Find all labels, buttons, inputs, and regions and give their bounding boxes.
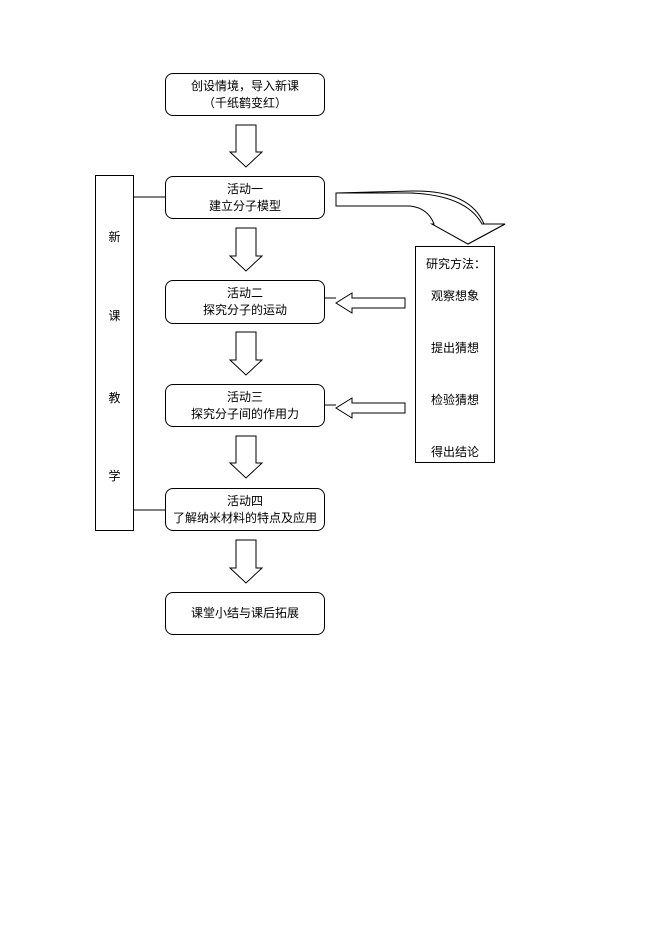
intro-box: 创设情境，导入新课 （千纸鹤变红） [165, 73, 325, 116]
summary-box: 课堂小结与课后拓展 [165, 592, 325, 635]
side-label-char: 教 [108, 391, 121, 405]
summary-line1: 课堂小结与课后拓展 [190, 606, 299, 620]
activity1-line1: 活动一 [226, 181, 263, 196]
intro-line1: 创设情境，导入新课 [190, 78, 299, 93]
left-arrow-2 [335, 397, 406, 419]
down-arrow-2 [228, 227, 264, 272]
activity2-box: 活动二 探究分子的运动 [165, 280, 325, 324]
activity4-line1: 活动四 [226, 493, 263, 508]
down-arrow-5 [228, 539, 264, 584]
side-label-char: 新 [108, 230, 121, 244]
side-label-char: 学 [108, 469, 121, 483]
side-label-box: 新 课 教 学 [95, 175, 134, 531]
activity1-line2: 建立分子模型 [208, 198, 281, 213]
left-arrow-1 [335, 292, 406, 314]
down-arrow-3 [228, 331, 264, 376]
activity1-box: 活动一 建立分子模型 [165, 176, 325, 219]
method-title: 研究方法： [426, 257, 487, 271]
activity2-line1: 活动二 [226, 286, 263, 300]
intro-line2: （千纸鹤变红） [202, 95, 287, 110]
activity4-box: 活动四 了解纳米材料的特点及应用 [165, 488, 325, 531]
side-label-char: 课 [108, 309, 121, 323]
method-step: 提出猜想 [430, 341, 479, 355]
method-step: 检验猜想 [430, 393, 479, 407]
activity3-box: 活动三 探究分子间的作用力 [165, 384, 325, 427]
activity3-line2: 探究分子间的作用力 [190, 406, 299, 421]
method-step: 观察想象 [430, 289, 479, 303]
activity4-line2: 了解纳米材料的特点及应用 [172, 510, 317, 525]
activity2-line2: 探究分子的运动 [202, 303, 287, 317]
down-arrow-4 [228, 435, 264, 479]
curved-arrow-body [335, 192, 506, 245]
down-arrow-1 [228, 124, 264, 168]
method-box: 研究方法： 观察想象 提出猜想 检验猜想 得出结论 [415, 246, 495, 463]
method-step: 得出结论 [430, 445, 479, 459]
activity3-line1: 活动三 [226, 389, 263, 404]
